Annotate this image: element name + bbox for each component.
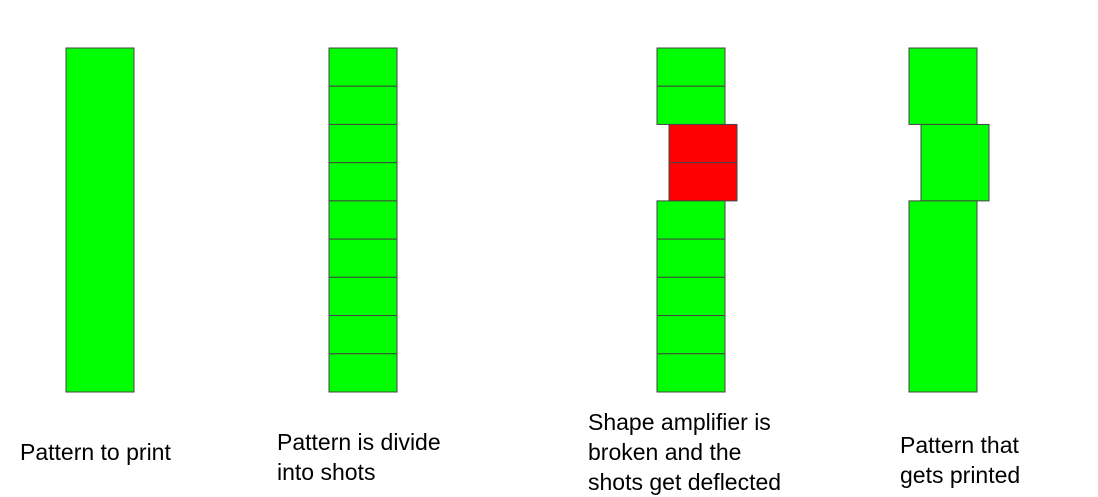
caption-line: Pattern that — [900, 432, 1019, 458]
shot — [656, 85, 726, 125]
caption-line: shots get deflected — [588, 469, 782, 495]
caption-line: gets printed — [900, 462, 1021, 488]
panel-pattern-to-print — [65, 47, 135, 393]
panel-printed-pattern — [908, 47, 990, 393]
shot — [328, 85, 398, 125]
deflected-shot — [668, 123, 738, 164]
pattern-block — [908, 47, 978, 125]
shot — [656, 315, 726, 355]
shot — [328, 47, 398, 87]
caption-divided-into-shots: Pattern is divide into shots — [277, 427, 441, 487]
pattern-block — [908, 200, 978, 393]
shot — [328, 200, 398, 240]
caption-line: into shots — [277, 459, 376, 485]
shot — [328, 353, 398, 393]
shot — [328, 315, 398, 355]
shot — [328, 238, 398, 278]
caption-line: Pattern to print — [20, 439, 171, 465]
shot — [328, 123, 398, 164]
pattern-block — [65, 47, 135, 393]
shot — [656, 47, 726, 87]
caption-pattern-to-print: Pattern to print — [20, 437, 171, 467]
panel-deflected-shots — [656, 47, 738, 393]
caption-line: broken and the — [588, 439, 742, 465]
shot — [656, 276, 726, 317]
caption-line: Shape amplifier is — [588, 409, 771, 435]
panel-divided-into-shots — [328, 47, 398, 393]
shot — [656, 238, 726, 278]
caption-deflected-shots: Shape amplifier is broken and the shots … — [588, 407, 781, 497]
caption-line: Pattern is divide — [277, 429, 441, 455]
caption-printed-pattern: Pattern that gets printed — [900, 430, 1020, 490]
shot — [656, 200, 726, 240]
deflected-shot — [668, 162, 738, 202]
shot — [328, 276, 398, 317]
deflected-pattern-block — [920, 123, 990, 202]
shot — [656, 353, 726, 393]
shot — [328, 162, 398, 202]
